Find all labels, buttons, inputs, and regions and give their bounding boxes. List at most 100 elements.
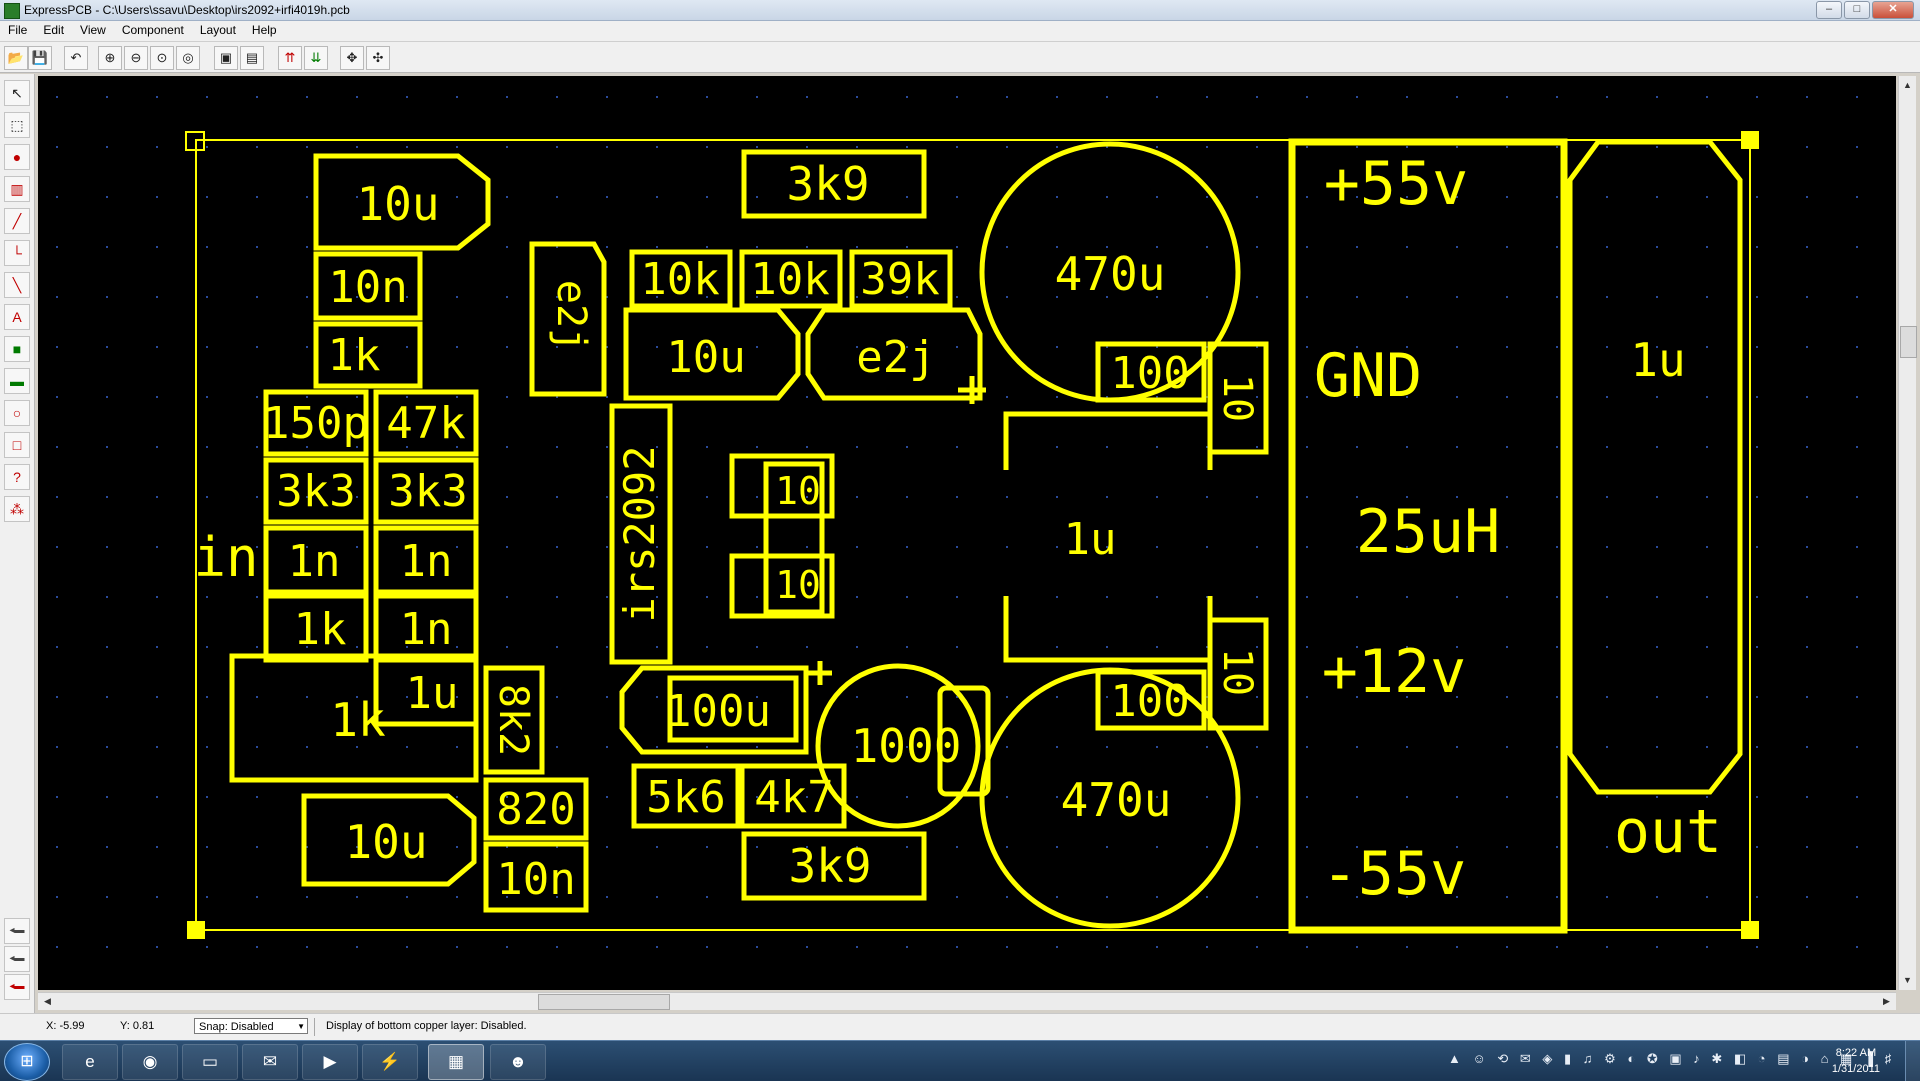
zoom-window-icon[interactable]: ⊙ <box>150 46 174 70</box>
layer-up-icon[interactable]: ◂▬ <box>4 918 30 944</box>
outline-corner-handle[interactable] <box>1741 131 1759 149</box>
capacitor-1n-a[interactable] <box>263 525 369 595</box>
horizontal-scrollbar[interactable]: ◀ ▶ <box>38 992 1896 1010</box>
circle-icon[interactable]: ○ <box>4 400 30 426</box>
pcb-canvas[interactable]: 10u 10n 1k 150p 47k 3k3 3k3 1n 1n 1k 1n … <box>38 76 1896 990</box>
menu-file[interactable]: File <box>8 23 28 37</box>
menu-view[interactable]: View <box>80 23 106 37</box>
resistor-10-a[interactable] <box>1207 341 1269 455</box>
resistor-3k3-b[interactable] <box>373 457 479 525</box>
taskbar-yahoo-icon[interactable]: ☻ <box>490 1044 546 1080</box>
system-tray[interactable]: ▲ ☺ ⟲ ✉ ◈ ▮ ♫ ⚙ ◐ ✪ ▣ ♪ ✱ ◧ ◔ ▤ ◑ ⌂ ▦ ▐ … <box>1448 1051 1896 1066</box>
resistor-1k-big[interactable] <box>229 653 479 783</box>
capacitor-10u-mid[interactable] <box>623 307 801 401</box>
transistor-e2j[interactable] <box>805 307 983 401</box>
taskbar-explorer-icon[interactable]: ▭ <box>182 1044 238 1080</box>
resistor-3k9-top[interactable] <box>741 149 927 219</box>
ic-irs2092[interactable] <box>609 403 673 665</box>
resistor-1k-top[interactable] <box>313 321 423 389</box>
resistor-3k3-a[interactable] <box>263 457 369 525</box>
pad-icon[interactable]: ● <box>4 144 30 170</box>
resistor-100-a[interactable] <box>1095 341 1207 403</box>
resistor-1k-mid[interactable] <box>263 593 369 663</box>
resistor-8k2[interactable] <box>483 665 545 775</box>
transistor-q10-a[interactable] <box>729 453 835 519</box>
snap-select[interactable]: Snap: Disabled ▼ <box>194 1018 308 1034</box>
resistor-100-b[interactable] <box>1095 669 1207 731</box>
undo-icon[interactable]: ↶ <box>64 46 88 70</box>
menu-help[interactable]: Help <box>251 23 277 37</box>
maximize-button[interactable]: □ <box>1844 1 1870 19</box>
pointer-icon[interactable]: ↖ <box>4 80 30 106</box>
move-icon[interactable]: ✥ <box>340 46 364 70</box>
trace-icon[interactable]: ╱ <box>4 208 30 234</box>
zoom-out-icon[interactable]: ⊖ <box>124 46 148 70</box>
scroll-down-icon[interactable]: ▼ <box>1903 975 1912 985</box>
menu-edit[interactable]: Edit <box>43 23 65 37</box>
capacitor-100u[interactable] <box>619 665 809 755</box>
trace-bend-icon[interactable]: └ <box>4 240 30 266</box>
component-icon[interactable]: ▥ <box>4 176 30 202</box>
scroll-right-icon[interactable]: ▶ <box>1883 996 1890 1006</box>
capacitor-10u-bottom[interactable] <box>301 793 477 887</box>
layer-top-icon[interactable]: ⇈ <box>278 46 302 70</box>
rectangle-icon[interactable]: ▬ <box>4 368 30 394</box>
taskbar-outlook-icon[interactable]: ✉ <box>242 1044 298 1080</box>
fill-icon[interactable]: ■ <box>4 336 30 362</box>
capacitor-1000[interactable] <box>815 663 981 829</box>
resistor-10k-a[interactable] <box>629 249 733 309</box>
resistor-47k[interactable] <box>373 389 479 457</box>
capacitor-10n-top[interactable] <box>313 251 423 321</box>
close-button[interactable]: ✕ <box>1872 1 1914 19</box>
capacitor-1n-b[interactable] <box>373 525 479 595</box>
transistor-q10-b[interactable] <box>729 553 835 619</box>
taskbar-expresspcb-icon[interactable]: ▦ <box>428 1044 484 1080</box>
component-place-icon[interactable]: ▣ <box>214 46 238 70</box>
clock[interactable]: 8:22 AM 1/31/2011 <box>1832 1045 1880 1077</box>
zoom-in-icon[interactable]: ⊕ <box>98 46 122 70</box>
outline-corner-handle[interactable] <box>185 131 205 151</box>
layer-bottom-icon[interactable]: ⇊ <box>304 46 328 70</box>
layer-toggle-icon[interactable]: ◂▬ <box>4 974 30 1000</box>
menu-component[interactable]: Component <box>121 23 184 37</box>
netlist-icon[interactable]: ⁂ <box>4 496 30 522</box>
resistor-4k7[interactable] <box>739 763 847 829</box>
taskbar-media-icon[interactable]: ▶ <box>302 1044 358 1080</box>
save-icon[interactable]: 💾 <box>28 46 52 70</box>
text-icon[interactable]: A <box>4 304 30 330</box>
diode-d1[interactable] <box>763 461 825 615</box>
board-outline-icon[interactable]: □ <box>4 432 30 458</box>
outline-corner-handle[interactable] <box>1741 921 1759 939</box>
component-edit-icon[interactable]: ▤ <box>240 46 264 70</box>
show-desktop-button[interactable] <box>1905 1041 1920 1081</box>
start-button[interactable]: ⊞ <box>4 1043 50 1081</box>
rotate-icon[interactable]: ✣ <box>366 46 390 70</box>
vertical-scroll-thumb[interactable] <box>1900 326 1917 358</box>
resistor-5k6[interactable] <box>631 763 741 829</box>
zoom-fit-icon[interactable]: ◎ <box>176 46 200 70</box>
transistor-e2j-rot[interactable] <box>529 241 607 397</box>
taskbar-firefox-icon[interactable]: ◉ <box>122 1044 178 1080</box>
horizontal-scroll-thumb[interactable] <box>538 994 670 1010</box>
taskbar-acrobat-icon[interactable]: ⚡ <box>362 1044 418 1080</box>
trace-diagonal-icon[interactable]: ╲ <box>4 272 30 298</box>
resistor-10-b[interactable] <box>1207 617 1269 731</box>
resistor-10k-b[interactable] <box>739 249 843 309</box>
help-icon[interactable]: ? <box>4 464 30 490</box>
resistor-39k[interactable] <box>849 249 953 309</box>
capacitor-10n-bottom[interactable] <box>483 841 589 913</box>
capacitor-1u-out[interactable] <box>1567 139 1743 795</box>
vertical-scrollbar[interactable]: ▲ ▼ <box>1898 76 1917 990</box>
taskbar-ie-icon[interactable]: e <box>62 1044 118 1080</box>
open-icon[interactable]: 📂 <box>4 46 28 70</box>
scroll-left-icon[interactable]: ◀ <box>44 996 51 1006</box>
capacitor-10u-top[interactable] <box>313 153 491 251</box>
outline-corner-handle[interactable] <box>187 921 205 939</box>
zoom-select-icon[interactable]: ⬚ <box>4 112 30 138</box>
resistor-3k9-bottom[interactable] <box>741 831 927 901</box>
resistor-150p[interactable] <box>263 389 369 457</box>
minimize-button[interactable]: – <box>1816 1 1842 19</box>
scroll-up-icon[interactable]: ▲ <box>1903 80 1912 90</box>
connector-power[interactable] <box>1288 138 1568 934</box>
menu-layout[interactable]: Layout <box>199 23 236 37</box>
